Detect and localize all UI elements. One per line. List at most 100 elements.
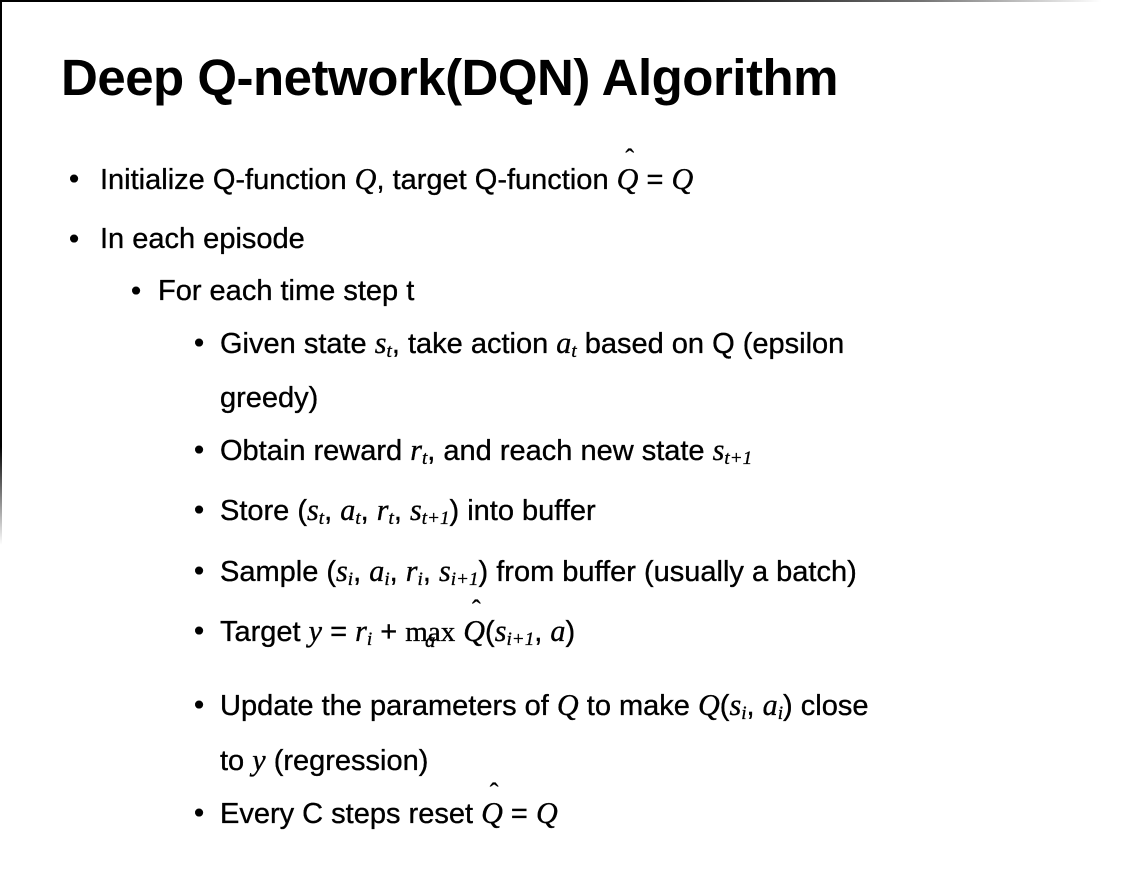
frame-top-edge — [0, 0, 1124, 2]
text-run: i — [741, 703, 747, 725]
text-run: , target Q-function — [376, 164, 617, 196]
text-run: to make — [578, 690, 698, 723]
text-run: greedy) — [220, 382, 319, 415]
text-run: , take action — [391, 328, 557, 360]
bullet-item: •Store (st, at, rt, st+1) into buffer — [0, 487, 1124, 542]
text-run: ( — [719, 690, 730, 723]
text-run: Q — [481, 796, 503, 831]
text-run: , — [324, 495, 341, 528]
text-run: i — [777, 703, 784, 725]
text-run: + — [372, 615, 406, 648]
text-run: Target — [220, 615, 309, 648]
text-run: , — [422, 555, 439, 588]
text-run: s — [729, 688, 742, 723]
text-run: a — [340, 493, 356, 528]
text-run: i+1 — [506, 629, 535, 651]
text-run: Update the parameters of — [220, 690, 557, 723]
bullet-text: For each time step t — [158, 268, 1124, 315]
bullet-icon: • — [194, 327, 205, 359]
text-run: r — [410, 433, 422, 468]
text-run: s — [494, 613, 507, 648]
operator-name: max — [405, 615, 456, 648]
bullet-icon: • — [194, 797, 205, 830]
text-run: = — [502, 798, 536, 831]
bullet-icon: • — [194, 614, 205, 647]
bullet-text: Given state st, take action at based on … — [220, 320, 1124, 422]
text-run: i — [347, 568, 354, 590]
text-run: s — [409, 493, 422, 528]
text-run: s — [712, 433, 725, 468]
text-run: = — [322, 615, 356, 648]
text-run: Q — [354, 162, 377, 196]
text-run: Every C steps reset — [220, 798, 482, 831]
text-run: Given state — [220, 328, 375, 360]
text-run: y — [252, 743, 266, 778]
text-run: a — [550, 613, 566, 648]
text-run: r — [376, 493, 389, 528]
hat-accent: ˆ — [471, 595, 481, 625]
text-run: Q — [463, 613, 486, 648]
text-run: , — [393, 495, 410, 528]
text-run: r — [405, 553, 418, 588]
text-run: Sample ( — [220, 555, 337, 588]
bullet-item: •Update the parameters of Q to make Q(si… — [0, 682, 1124, 785]
text-run: i — [384, 568, 390, 590]
text-run: ( — [485, 615, 495, 648]
bullet-text: Update the parameters of Q to make Q(si,… — [220, 682, 1124, 785]
text-run: t+1 — [421, 508, 450, 530]
bullet-item: • In each episode — [0, 216, 1124, 263]
text-run: t — [355, 508, 361, 530]
text-run: ) — [565, 615, 576, 648]
bullet-list: •Initialize Q-function Q, target Q-funct… — [0, 145, 1124, 843]
bullet-item: •Given state st, take action at based on… — [0, 320, 1124, 422]
bullet-item: •Initialize Q-function Q, target Q-funct… — [0, 145, 1124, 204]
text-run: a — [369, 553, 385, 588]
text-run: = — [638, 164, 672, 196]
text-run: y — [308, 613, 323, 648]
text-run: Store ( — [220, 495, 308, 528]
bullet-text: Store (st, at, rt, st+1) into buffer — [220, 487, 1124, 542]
hat-accent: ˆ — [489, 777, 499, 807]
text-run: Q — [535, 796, 558, 831]
text-run: , and reach new state — [427, 435, 713, 468]
text-run: Obtain reward — [220, 435, 411, 468]
text-run: s — [336, 553, 348, 588]
text-run: In each episode — [100, 223, 305, 255]
text-run: based on Q (epsilon — [576, 328, 845, 360]
text-run: ) from buffer (usually a batch) — [478, 555, 857, 588]
text-run: i — [366, 629, 373, 651]
text-run: r — [355, 613, 367, 648]
slide-title: Deep Q-network(DQN) Algorithm — [61, 49, 838, 106]
bullet-icon: • — [69, 223, 80, 255]
bullet-item: •Obtain reward rt, and reach new state s… — [0, 427, 1124, 482]
text-run: a — [556, 326, 572, 360]
bullet-item: • Sample (si, ai, ri, si+1) from buffer (… — [0, 548, 1124, 603]
text-run: t+1 — [724, 448, 753, 470]
bullet-icon: • — [194, 689, 205, 722]
text-run: Q — [556, 688, 579, 723]
text-run: i+1 — [450, 568, 479, 590]
bullet-icon: • — [194, 494, 205, 527]
text-run: , — [746, 690, 763, 723]
text-run: For each time step t — [158, 275, 415, 307]
bullet-icon: • — [194, 554, 205, 587]
text-run: (regression) — [265, 745, 429, 778]
text-run: a — [762, 688, 778, 723]
text-run: s — [374, 326, 387, 360]
text-run: , — [360, 495, 377, 528]
text-run: t — [388, 508, 394, 530]
bullet-icon: • — [69, 163, 80, 195]
text-run: Q — [671, 162, 694, 196]
bullet-text: Sample (si, ai, ri, si+1) from buffer (u… — [220, 548, 1124, 603]
text-run: ) into buffer — [449, 495, 596, 528]
text-run: s — [438, 553, 451, 588]
text-run: t — [571, 341, 577, 363]
text-run: Q — [697, 688, 720, 723]
